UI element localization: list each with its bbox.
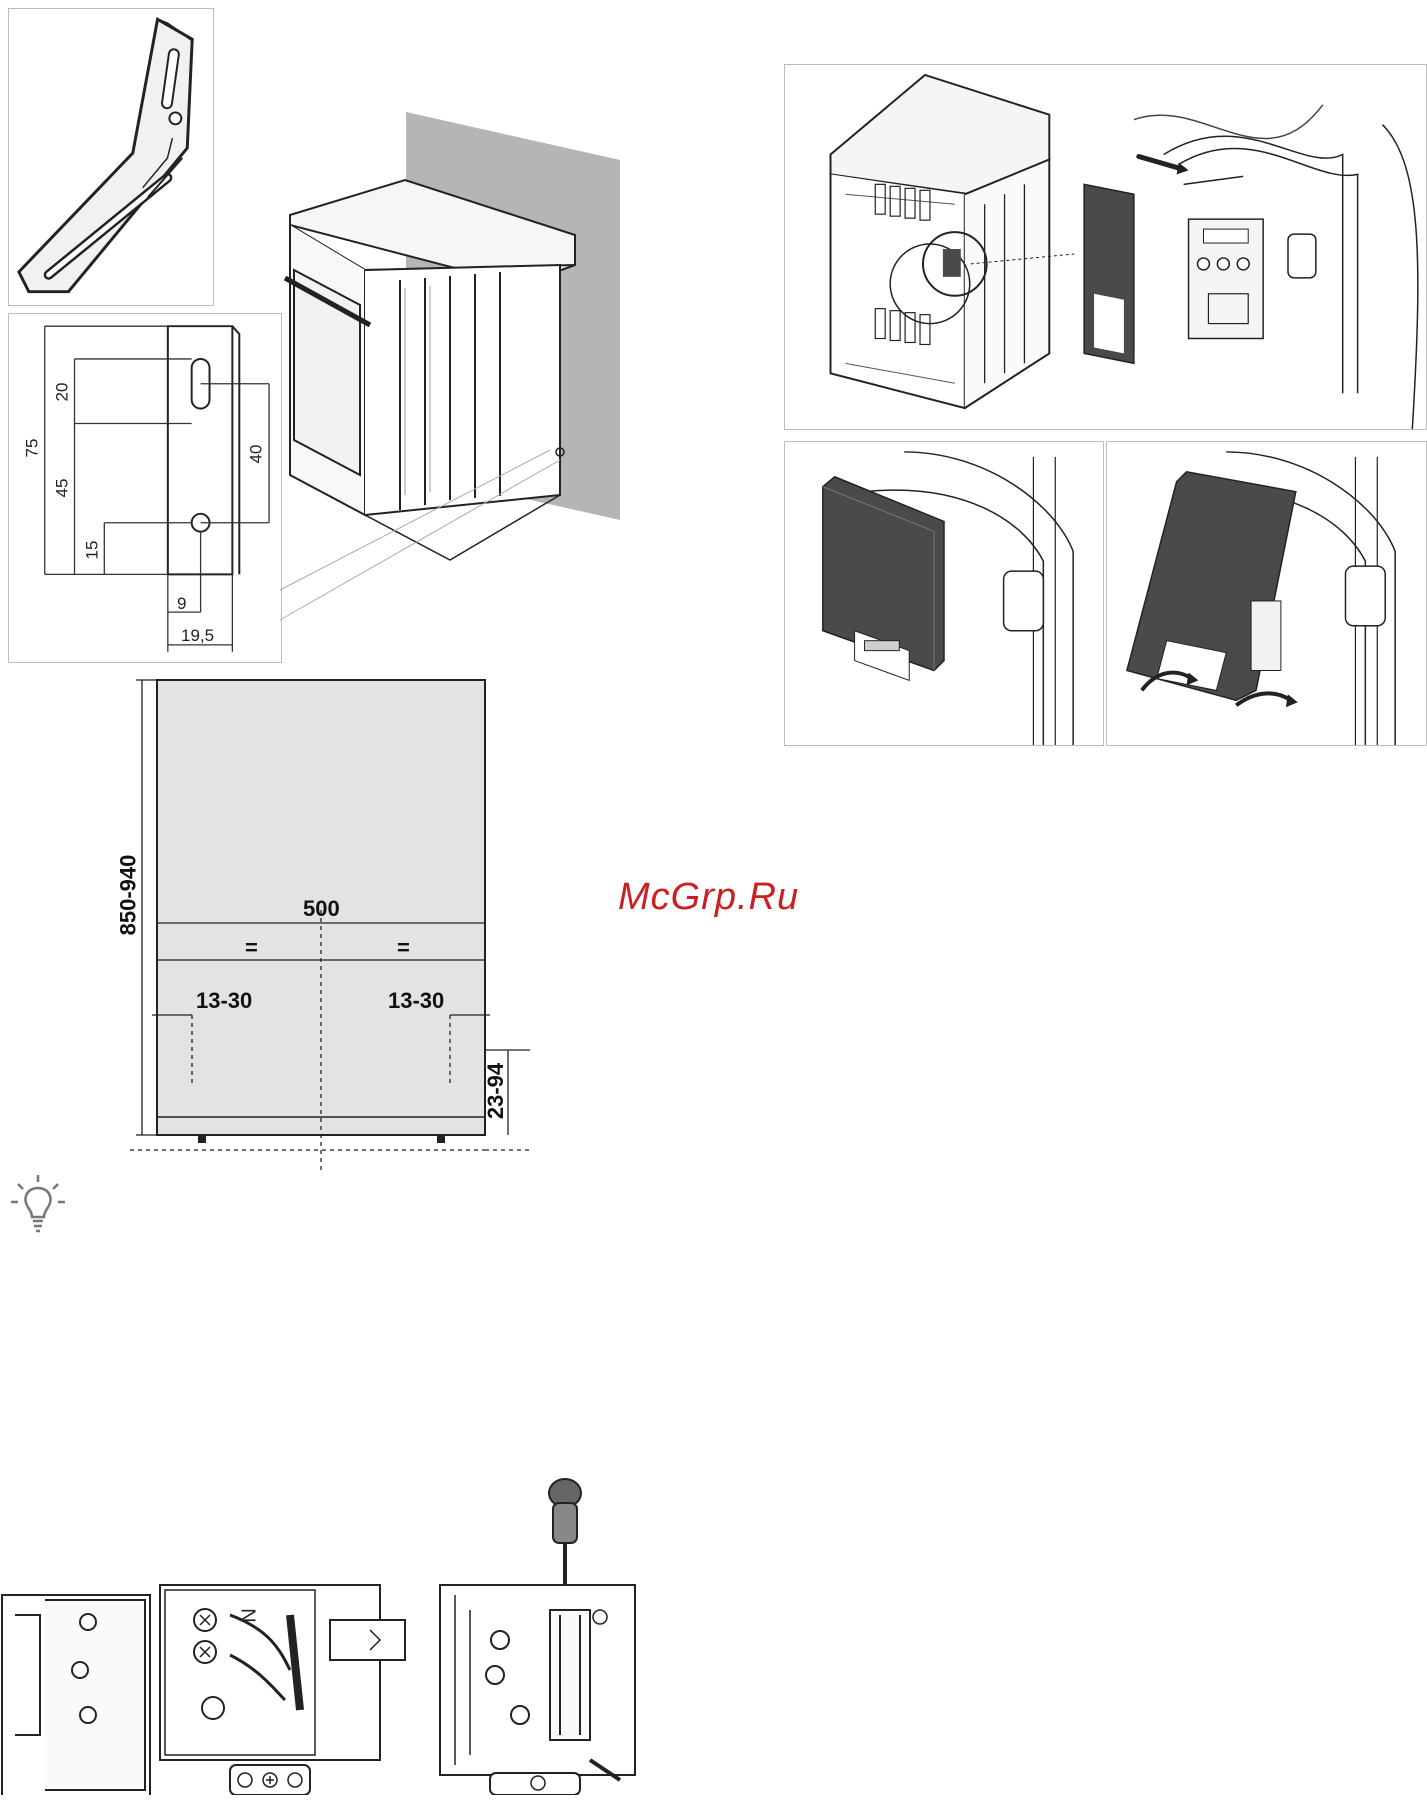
- cooker-wall-illustration: [220, 100, 640, 660]
- niche-offset-left: 13-30: [196, 988, 252, 1014]
- dim-45: 45: [52, 479, 72, 498]
- terminal-cover-overview: [785, 65, 1426, 429]
- neutral-terminal-label: N: [236, 1608, 259, 1622]
- watermark: McGrp.Ru: [618, 876, 799, 919]
- terminal-cover-closed: [785, 442, 1103, 745]
- niche-bracket-height: 23-94: [483, 1063, 509, 1119]
- dim-19-5: 19,5: [181, 626, 214, 646]
- dim-75: 75: [22, 439, 42, 458]
- terminal-block-wiring-left: N: [0, 1560, 420, 1795]
- niche-height-label: 850-940: [115, 855, 141, 936]
- niche-equal-left: =: [245, 935, 258, 961]
- terminal-block-screwdriver: [420, 1475, 650, 1795]
- terminal-cover-opening-panel: [1106, 441, 1427, 746]
- anti-tip-bracket-illustration: [9, 9, 213, 305]
- niche-equal-right: =: [397, 935, 410, 961]
- dim-9: 9: [177, 594, 186, 614]
- terminal-cover-opening: [1107, 442, 1426, 745]
- niche-width-label: 500: [303, 896, 340, 922]
- dim-15: 15: [82, 541, 102, 560]
- bracket-perspective-panel: [8, 8, 214, 306]
- terminal-cover-closed-panel: [784, 441, 1104, 746]
- niche-offset-right: 13-30: [388, 988, 444, 1014]
- lightbulb-icon: [8, 1172, 68, 1234]
- terminal-cover-overview-panel: [784, 64, 1427, 430]
- dim-20: 20: [52, 383, 72, 402]
- niche-dimension-drawing: 850-940 500 = = 13-30 13-30 23-94: [110, 670, 530, 1180]
